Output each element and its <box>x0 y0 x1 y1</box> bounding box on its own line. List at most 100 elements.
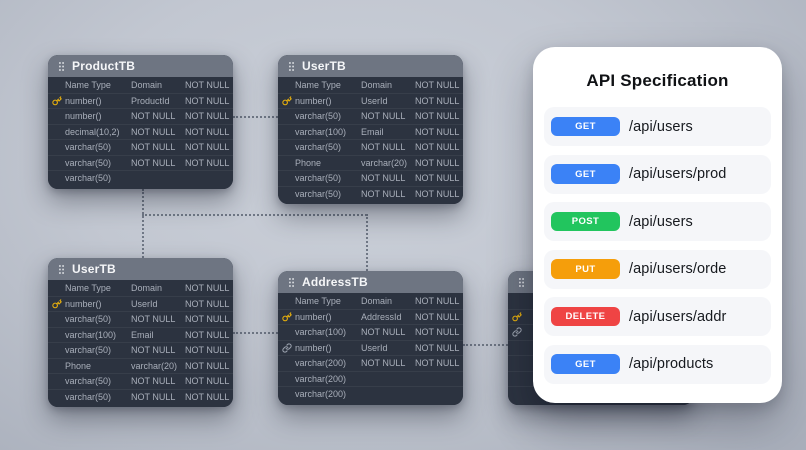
column-header-row: Name Type Domain NOT NULL <box>48 77 233 93</box>
cell-notnull: NOT NULL <box>185 298 230 309</box>
table-row[interactable]: varchar(50) NOT NULL NOT NULL <box>48 139 233 155</box>
drag-handle-icon[interactable] <box>288 61 295 72</box>
endpoint-row[interactable]: POST /api/users <box>544 202 771 241</box>
cell-name-type: varchar(200) <box>295 389 347 400</box>
cell-domain: NOT NULL <box>131 111 176 122</box>
cell-notnull: NOT NULL <box>415 111 460 122</box>
http-method-badge: POST <box>551 211 620 232</box>
col-name-type: Name Type <box>65 282 111 293</box>
table-row[interactable]: varchar(100) NOT NULL NOT NULL <box>278 324 463 340</box>
endpoint-path: /api/products <box>629 356 714 372</box>
connector-usertb2-addresstb <box>233 332 278 334</box>
cell-domain: NOT NULL <box>131 126 176 137</box>
cell-domain: NOT NULL <box>361 188 406 199</box>
endpoint-row[interactable]: DELETE /api/users/addr <box>544 297 771 336</box>
col-domain: Domain <box>361 295 393 306</box>
table-row[interactable]: varchar(50) NOT NULL NOT NULL <box>278 170 463 186</box>
endpoint-row[interactable]: GET /api/users <box>544 107 771 146</box>
drag-handle-icon[interactable] <box>58 264 65 275</box>
primary-key-icon <box>511 312 522 321</box>
endpoint-path: /api/users <box>629 118 693 135</box>
table-row[interactable]: varchar(50) NOT NULL NOT NULL <box>278 185 463 202</box>
table-usertb-bottom[interactable]: UserTB Name Type Domain NOT NULL number(… <box>48 258 233 407</box>
cell-name-type: varchar(50) <box>65 391 112 402</box>
row-icon-cell <box>48 96 65 106</box>
table-title: UserTB <box>302 59 346 73</box>
table-row[interactable]: varchar(200) NOT NULL NOT NULL <box>278 355 463 371</box>
cell-notnull: NOT NULL <box>185 391 230 402</box>
endpoint-row[interactable]: PUT /api/users/orde <box>544 249 771 289</box>
table-row[interactable]: varchar(100) Email NOT NULL <box>48 326 233 343</box>
column-header-row: Name Type Domain NOT NULL <box>278 293 463 309</box>
table-body: Name Type Domain NOT NULL number() Produ… <box>48 77 233 189</box>
table-row[interactable]: decimal(10,2) NOT NULL NOT NULL <box>48 123 233 140</box>
table-body: Name Type Domain NOT NULL number() UserI… <box>278 77 463 204</box>
endpoint-list: GET /api/users GET /api/users/prod POST … <box>533 107 782 384</box>
table-row[interactable]: number() UserId NOT NULL <box>278 339 463 356</box>
col-notnull: NOT NULL <box>415 295 460 306</box>
cell-notnull: NOT NULL <box>185 126 230 137</box>
table-row[interactable]: varchar(50) NOT NULL NOT NULL <box>278 139 463 155</box>
table-header[interactable]: UserTB <box>48 258 233 280</box>
cell-name-type: varchar(200) <box>295 373 347 384</box>
table-row[interactable]: Phone varchar(20) NOT NULL <box>48 357 233 374</box>
cell-domain: NOT NULL <box>131 391 176 402</box>
table-row[interactable]: varchar(50) NOT NULL NOT NULL <box>48 342 233 358</box>
row-icon-cell <box>278 343 295 353</box>
cell-notnull: NOT NULL <box>415 358 460 369</box>
column-header-row: Name Type Domain NOT NULL <box>48 280 233 296</box>
table-row[interactable]: varchar(50) NOT NULL NOT NULL <box>48 388 233 405</box>
table-addresstb[interactable]: AddressTB Name Type Domain NOT NULL numb… <box>278 271 463 405</box>
col-name-type: Name Type <box>65 79 111 90</box>
table-body: Name Type Domain NOT NULL number() UserI… <box>48 280 233 407</box>
cell-notnull: NOT NULL <box>185 360 230 371</box>
table-producttb[interactable]: ProductTB Name Type Domain NOT NULL numb… <box>48 55 233 189</box>
table-row[interactable]: varchar(200) <box>278 386 463 402</box>
connector-producttb-usertb <box>233 116 278 118</box>
table-row[interactable]: varchar(200) <box>278 370 463 387</box>
row-icon-cell <box>278 312 295 322</box>
cell-domain: Email <box>361 126 384 137</box>
cell-domain: NOT NULL <box>361 327 406 338</box>
cell-notnull: NOT NULL <box>415 157 460 168</box>
table-row[interactable]: varchar(50) NOT NULL NOT NULL <box>48 373 233 389</box>
cell-name-type: number() <box>65 298 102 309</box>
table-header[interactable]: ProductTB <box>48 55 233 77</box>
endpoint-row[interactable]: GET /api/products <box>544 344 771 384</box>
col-domain: Domain <box>131 282 163 293</box>
table-header[interactable]: UserTB <box>278 55 463 77</box>
table-row[interactable]: number() NOT NULL NOT NULL <box>48 108 233 124</box>
table-row[interactable]: varchar(50) NOT NULL NOT NULL <box>278 108 463 124</box>
cell-name-type: varchar(50) <box>65 345 112 356</box>
drag-handle-icon[interactable] <box>518 277 525 288</box>
table-row[interactable]: number() AddressId NOT NULL <box>278 308 463 325</box>
drag-handle-icon[interactable] <box>288 277 295 288</box>
http-method-badge: GET <box>551 164 620 184</box>
http-method-badge: DELETE <box>551 306 620 327</box>
cell-name-type: varchar(50) <box>295 111 342 122</box>
connector-producttb-addresstb-horizontal <box>142 214 367 216</box>
table-title: UserTB <box>72 262 116 276</box>
endpoint-row[interactable]: GET /api/users/prod <box>544 154 771 194</box>
table-row[interactable]: number() UserId NOT NULL <box>48 295 233 312</box>
cell-name-type: varchar(100) <box>295 327 347 338</box>
table-header[interactable]: AddressTB <box>278 271 463 293</box>
table-row[interactable]: varchar(50) NOT NULL NOT NULL <box>48 154 233 171</box>
cell-domain: AddressId <box>361 311 402 322</box>
table-row[interactable]: number() UserId NOT NULL <box>278 92 463 109</box>
drag-handle-icon[interactable] <box>58 61 65 72</box>
cell-notnull: NOT NULL <box>415 173 460 184</box>
cell-name-type: varchar(200) <box>295 358 347 369</box>
row-icon-cell <box>508 327 525 337</box>
table-row[interactable]: varchar(50) NOT NULL NOT NULL <box>48 311 233 327</box>
table-row[interactable]: varchar(100) Email NOT NULL <box>278 123 463 140</box>
table-row[interactable]: number() ProductId NOT NULL <box>48 92 233 109</box>
table-row[interactable]: Phone varchar(20) NOT NULL <box>278 154 463 171</box>
cell-notnull: NOT NULL <box>185 345 230 356</box>
col-name-type: Name Type <box>295 295 341 306</box>
table-usertb-top[interactable]: UserTB Name Type Domain NOT NULL number(… <box>278 55 463 204</box>
table-row[interactable]: varchar(50) <box>48 170 233 186</box>
endpoint-path: /api/users/prod <box>629 166 727 182</box>
cell-name-type: varchar(100) <box>295 126 347 137</box>
